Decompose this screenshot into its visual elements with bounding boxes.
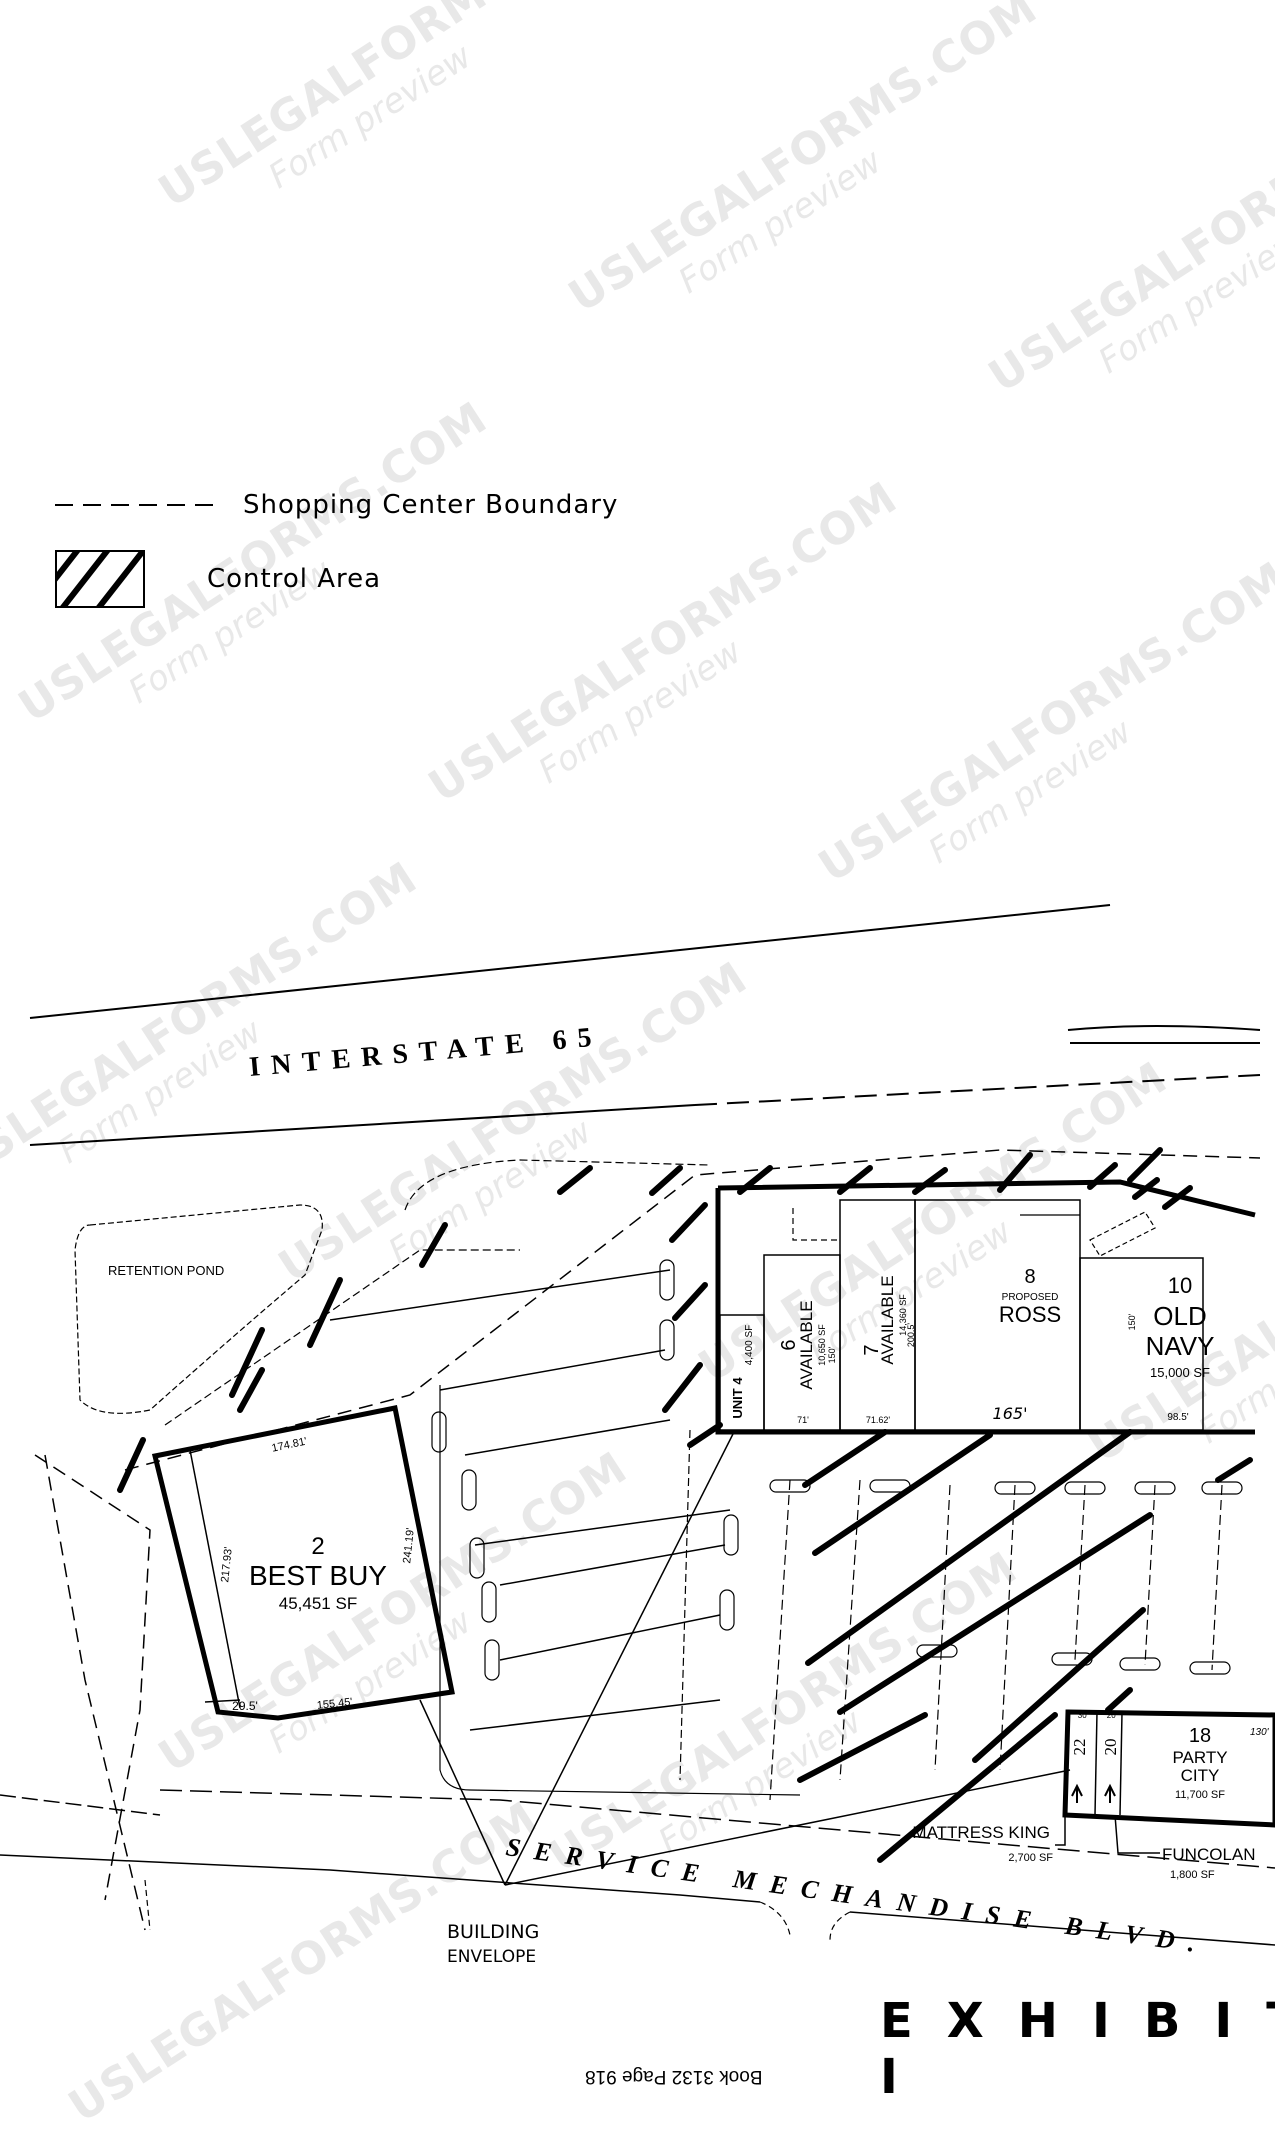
mattress-king-name: MATTRESS KING <box>912 1823 1050 1842</box>
party-city-footprint <box>1062 1709 1275 1828</box>
best-buy-name: BEST BUY <box>249 1560 387 1591</box>
best-buy-dim-bottom-left: 29.5' <box>232 1699 258 1713</box>
unit8-status: PROPOSED <box>1002 1292 1059 1303</box>
exhibit-label: EXHIBIT I <box>880 1993 1275 2105</box>
legend-label: Control Area <box>207 564 382 594</box>
unit6-dim-depth: 150' <box>827 1346 837 1363</box>
book-page-reference: Book 3132 Page 918 <box>585 2066 763 2087</box>
best-buy-dim-bottom: 155.45' <box>316 1696 353 1712</box>
unit8-name: ROSS <box>999 1302 1061 1327</box>
best-buy-dim-top: 174.81' <box>271 1435 308 1454</box>
unit10-area: 15,000 SF <box>1150 1365 1210 1380</box>
unit10-name-line1: OLD <box>1153 1301 1206 1331</box>
interstate-edge-north <box>29 904 1111 1019</box>
best-buy-dim-right: 241.19' <box>401 1527 417 1564</box>
unit4-label: UNIT 4 <box>730 1377 745 1419</box>
funcoland-area: 1,800 SF <box>1170 1869 1215 1881</box>
road-label-interstate: INTERSTATE 65 <box>248 1021 604 1083</box>
legend-item-control-area: Control Area <box>55 550 381 608</box>
building-envelope-label-line2: ENVELOPE <box>447 1947 536 1967</box>
legend-item-boundary: Shopping Center Boundary <box>55 490 618 520</box>
best-buy-unit-number: 2 <box>311 1533 324 1560</box>
best-buy-area: 45,451 SF <box>279 1594 357 1613</box>
unit7-status: AVAILABLE <box>878 1275 897 1364</box>
unit20-dim: 20' <box>1107 1711 1118 1720</box>
best-buy-dim-left: 217.93' <box>219 1546 235 1583</box>
unit8-number: 8 <box>1024 1266 1035 1288</box>
unit18-name-line2: CITY <box>1181 1766 1220 1785</box>
unit6-status: AVAILABLE <box>797 1300 816 1389</box>
retention-pond-label: RETENTION POND <box>108 1263 224 1278</box>
unit22-number: 22 <box>1070 1739 1089 1756</box>
dashed-line-icon <box>55 504 215 506</box>
best-buy-footprint <box>151 1405 455 1721</box>
unit6-number: 6 <box>778 1339 800 1350</box>
unit4-area: 4,400 SF <box>744 1325 755 1366</box>
unit6-dim-width: 71' <box>797 1415 809 1425</box>
unit22-dim: 30' <box>1078 1711 1089 1720</box>
unit10-name-line2: NAVY <box>1146 1331 1215 1361</box>
control-area-hatching <box>117 1147 1253 1863</box>
unit7-area: 14,360 SF <box>898 1294 908 1336</box>
unit18-number: 18 <box>1189 1725 1211 1747</box>
unit20-number: 20 <box>1101 1739 1120 1756</box>
retention-pond-outline <box>74 1204 323 1414</box>
unit10-number: 10 <box>1168 1273 1192 1298</box>
unit18-area: 11,700 SF <box>1175 1789 1225 1801</box>
unit10-footprint <box>1079 1257 1204 1431</box>
unit18-name-line1: PARTY <box>1172 1748 1227 1767</box>
building-envelope-label-line1: BUILDING <box>447 1921 539 1943</box>
unit10-dim-depth: 150' <box>1127 1313 1137 1330</box>
unit10-dim-width: 98.5' <box>1167 1412 1188 1423</box>
hatch-pattern-icon <box>55 550 145 608</box>
unit6-area: 10,650 SF <box>817 1324 827 1366</box>
unit7-number: 7 <box>861 1344 883 1355</box>
unit7-dim-width: 71.62' <box>866 1415 891 1425</box>
unit8-dim-width: 165' <box>993 1404 1028 1423</box>
strip-west-south-wall <box>715 1188 1255 1435</box>
funcoland-name: FUNCOLAN <box>1162 1845 1256 1864</box>
road-label-boulevard: SERVICE MECHANDISE BLVD. <box>504 1832 1211 1959</box>
unit18-dim: 130' <box>1250 1727 1270 1738</box>
legend-label: Shopping Center Boundary <box>243 490 619 520</box>
mattress-king-area: 2,700 SF <box>1008 1852 1053 1864</box>
unit7-dim-depth: 200.5' <box>906 1323 916 1348</box>
